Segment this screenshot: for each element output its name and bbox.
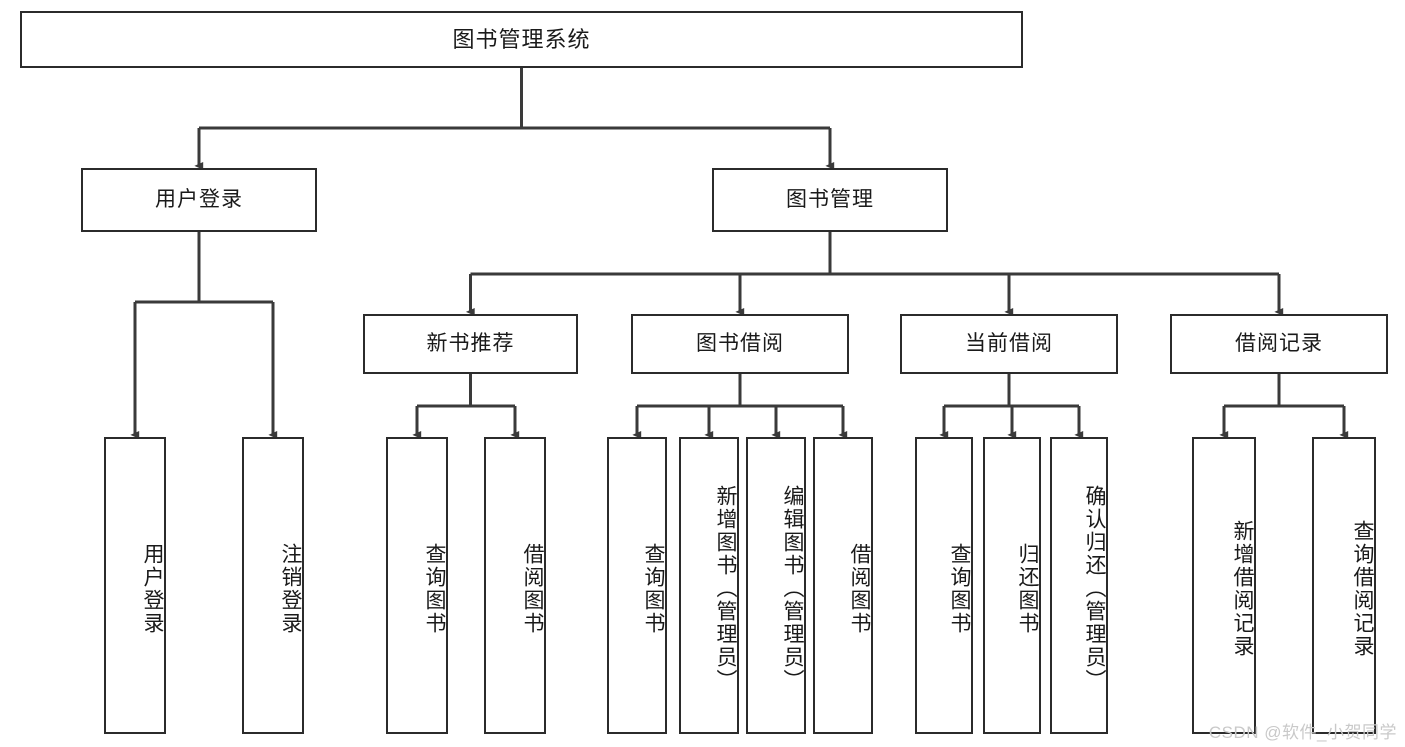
- node-label: 当前借阅: [965, 331, 1053, 355]
- node-l3_1[interactable]: 图书借阅: [631, 314, 849, 374]
- node-leaf_new_0[interactable]: 查询图书: [386, 437, 448, 734]
- node-label: 用户登录: [155, 187, 243, 211]
- node-leaf_borrow_0[interactable]: 查询图书: [607, 437, 667, 734]
- node-label: 借阅图书: [521, 542, 544, 635]
- node-leaf_cur_1[interactable]: 归还图书: [983, 437, 1041, 734]
- node-label: 查询借阅记录: [1351, 519, 1374, 658]
- node-leaf_borrow_2[interactable]: 编辑图书（管理员）: [746, 437, 806, 734]
- node-root[interactable]: 图书管理系统: [20, 11, 1023, 68]
- node-label: 图书管理系统: [452, 26, 591, 52]
- node-l2_1[interactable]: 图书管理: [712, 168, 948, 232]
- node-leaf_cur_0[interactable]: 查询图书: [915, 437, 973, 734]
- node-leaf_login_0[interactable]: 用户登录: [104, 437, 166, 734]
- node-label: 新书推荐: [426, 331, 515, 355]
- node-label: 查询图书: [423, 542, 446, 635]
- node-leaf_borrow_1[interactable]: 新增图书（管理员）: [679, 437, 739, 734]
- node-label: 借阅图书: [848, 542, 871, 635]
- node-l3_2[interactable]: 当前借阅: [900, 314, 1118, 374]
- node-label: 归还图书: [1016, 542, 1039, 635]
- node-label: 图书管理: [786, 187, 874, 211]
- node-label: 新增图书（管理员）: [714, 485, 737, 692]
- node-leaf_rec_1[interactable]: 查询借阅记录: [1312, 437, 1376, 734]
- node-label: 用户登录: [141, 542, 164, 635]
- node-l2_0[interactable]: 用户登录: [81, 168, 317, 232]
- node-label: 编辑图书（管理员）: [781, 485, 804, 692]
- watermark: CSDN @软件_小贺同学: [1208, 723, 1397, 742]
- node-label: 图书借阅: [696, 331, 784, 355]
- node-label: 确认归还（管理员）: [1083, 485, 1106, 692]
- node-l3_0[interactable]: 新书推荐: [363, 314, 578, 374]
- node-label: 新增借阅记录: [1231, 519, 1254, 658]
- node-leaf_rec_0[interactable]: 新增借阅记录: [1192, 437, 1256, 734]
- node-label: 查询图书: [948, 542, 971, 635]
- node-label: 借阅记录: [1235, 331, 1323, 355]
- node-leaf_cur_2[interactable]: 确认归还（管理员）: [1050, 437, 1108, 734]
- node-leaf_login_1[interactable]: 注销登录: [242, 437, 304, 734]
- node-leaf_new_1[interactable]: 借阅图书: [484, 437, 546, 734]
- node-l3_3[interactable]: 借阅记录: [1170, 314, 1388, 374]
- node-leaf_borrow_3[interactable]: 借阅图书: [813, 437, 873, 734]
- node-label: 注销登录: [279, 542, 302, 635]
- node-label: 查询图书: [642, 542, 665, 635]
